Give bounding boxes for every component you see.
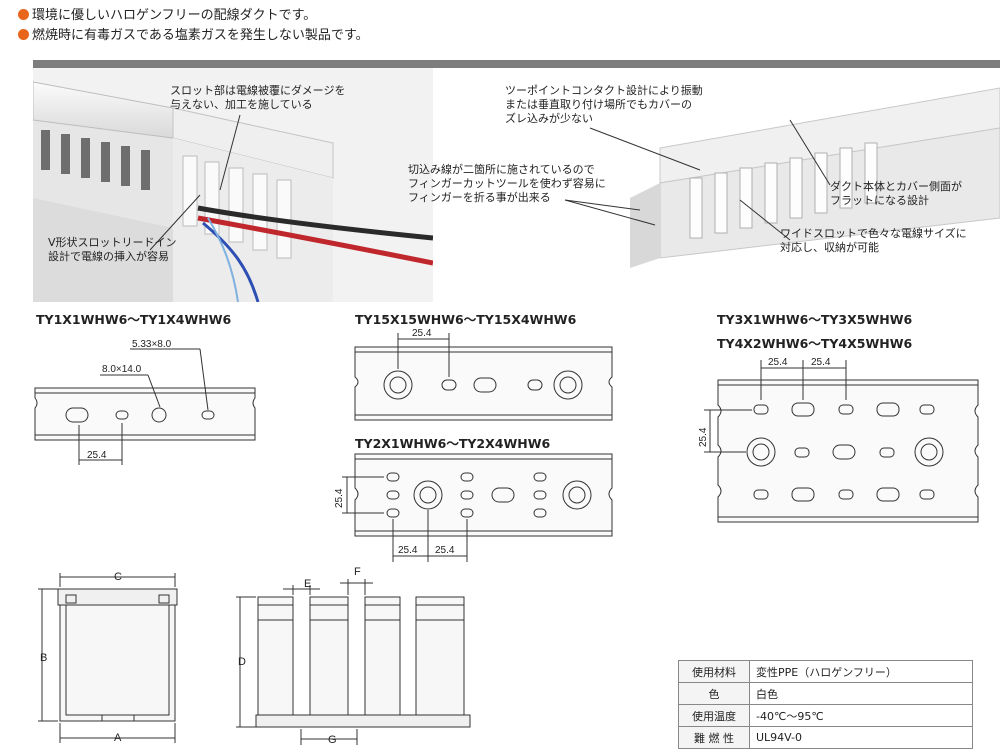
dim-ty2-vertical: 25.4 [334, 488, 345, 508]
callout-twopoint: ツーポイントコンタクト設計により振動 または垂直取り付け場所でもカバーの ズレ込… [505, 84, 703, 126]
dim-ty2-pitch-1: 25.4 [398, 545, 418, 556]
callout-vslot-line1: V形状スロットリードイン [48, 236, 177, 249]
dim-ty1-pitch: 25.4 [87, 450, 107, 461]
spec-value: 白色 [749, 682, 973, 705]
callout-flat-line2: フラットになる設計 [830, 194, 929, 207]
dim-d: D [238, 656, 246, 668]
callout-slot-line2: 与えない、加工を施している [170, 98, 313, 111]
side-view-drawing: E F D G [236, 566, 471, 746]
callout-notch-line3: フィンガーを折る事が出来る [408, 191, 551, 204]
model-label-ty15: TY15X15WHW6～TY15X4WHW6 [355, 312, 577, 327]
dim-ty15-pitch: 25.4 [412, 328, 432, 339]
callout-notch-line2: フィンガーカットツールを使わず容易に [408, 177, 606, 190]
dim-ty1-large-slot: 8.0×14.0 [102, 364, 142, 375]
spec-key: 使用温度 [678, 704, 750, 727]
callout-twopoint-line2: または垂直取り付け場所でもカバーの [505, 98, 692, 111]
callout-wide-line1: ワイドスロットで色々な電線サイズに [780, 227, 967, 240]
spec-key: 難 燃 性 [678, 726, 750, 749]
spec-value: -40℃～95℃ [749, 704, 973, 727]
spec-key: 色 [678, 682, 750, 705]
callout-twopoint-line1: ツーポイントコンタクト設計により振動 [505, 84, 703, 97]
cross-section-drawing: C B A [38, 571, 178, 744]
callout-lines [149, 114, 831, 251]
spec-value: UL94V-0 [749, 726, 973, 749]
model-label-ty3: TY3X1WHW6～TY3X5WHW6 [717, 312, 913, 327]
hole-pattern-ty2: 25.4 25.4 25.4 [334, 453, 613, 562]
callout-notch-line1: 切込み線が二箇所に施されているので [408, 163, 595, 176]
spec-row: 使用材料変性PPE（ハロゲンフリー） [678, 660, 973, 683]
callout-vslot-line2: 設計で電線の挿入が容易 [48, 250, 169, 263]
hole-pattern-ty15: 25.4 [354, 328, 613, 421]
section-separator [33, 60, 1000, 68]
callout-wide: ワイドスロットで色々な電線サイズに 対応し、収納が可能 [780, 227, 967, 255]
hole-pattern-ty1: 25.4 8.0×14.0 5.33×8.0 [34, 339, 256, 465]
dim-ty3-vertical: 25.4 [698, 427, 709, 447]
dim-f: F [354, 566, 361, 578]
model-label-ty1: TY1X1WHW6～TY1X4WHW6 [36, 312, 232, 327]
callout-flat-line1: ダクト本体とカバー側面が [830, 180, 962, 193]
dim-e: E [304, 578, 311, 590]
callout-twopoint-line3: ズレ込みが少ない [505, 112, 593, 125]
dim-ty3-pitch-1: 25.4 [768, 357, 788, 368]
callout-flat: ダクト本体とカバー側面が フラットになる設計 [830, 180, 962, 208]
spec-key: 使用材料 [678, 660, 750, 683]
bullet-1-text: 環境に優しいハロゲンフリーの配線ダクトです。 [32, 8, 317, 23]
spec-row: 使用温度-40℃～95℃ [678, 704, 973, 727]
callout-slot-line1: スロット部は電線被覆にダメージを [170, 84, 346, 97]
dim-b: B [40, 652, 47, 664]
spec-value: 変性PPE（ハロゲンフリー） [749, 660, 973, 683]
dim-ty1-small-slot: 5.33×8.0 [132, 339, 172, 350]
duct-photo-right [600, 68, 1000, 268]
spec-table: 使用材料変性PPE（ハロゲンフリー） 色白色 使用温度-40℃～95℃ 難 燃 … [678, 660, 973, 749]
callout-notch: 切込み線が二箇所に施されているので フィンガーカットツールを使わず容易に フィン… [408, 163, 606, 205]
callout-slot: スロット部は電線被覆にダメージを 与えない、加工を施している [170, 84, 345, 112]
model-label-ty4: TY4X2WHW6～TY4X5WHW6 [717, 336, 913, 351]
bullet-1: 環境に優しいハロゲンフリーの配線ダクトです。 [18, 4, 316, 23]
duct-photo-left [33, 68, 433, 302]
dim-g: G [328, 734, 337, 746]
hole-pattern-ty3-ty4: 25.4 25.4 25.4 [698, 357, 979, 523]
dim-ty3-pitch-2: 25.4 [811, 357, 831, 368]
dim-a: A [114, 732, 122, 744]
bullet-2: 燃焼時に有毒ガスである塩素ガスを発生しない製品です。 [18, 24, 369, 43]
callout-wide-line2: 対応し、収納が可能 [780, 241, 879, 254]
model-label-ty2: TY2X1WHW6～TY2X4WHW6 [355, 436, 551, 451]
dim-ty2-pitch-2: 25.4 [435, 545, 455, 556]
spec-row: 色白色 [678, 682, 973, 705]
callout-vslot: V形状スロットリードイン 設計で電線の挿入が容易 [48, 236, 177, 264]
bullet-2-text: 燃焼時に有毒ガスである塩素ガスを発生しない製品です。 [32, 28, 369, 43]
dim-c: C [114, 571, 122, 583]
bullet-dot-icon [18, 9, 29, 20]
bullet-dot-icon [18, 29, 29, 40]
